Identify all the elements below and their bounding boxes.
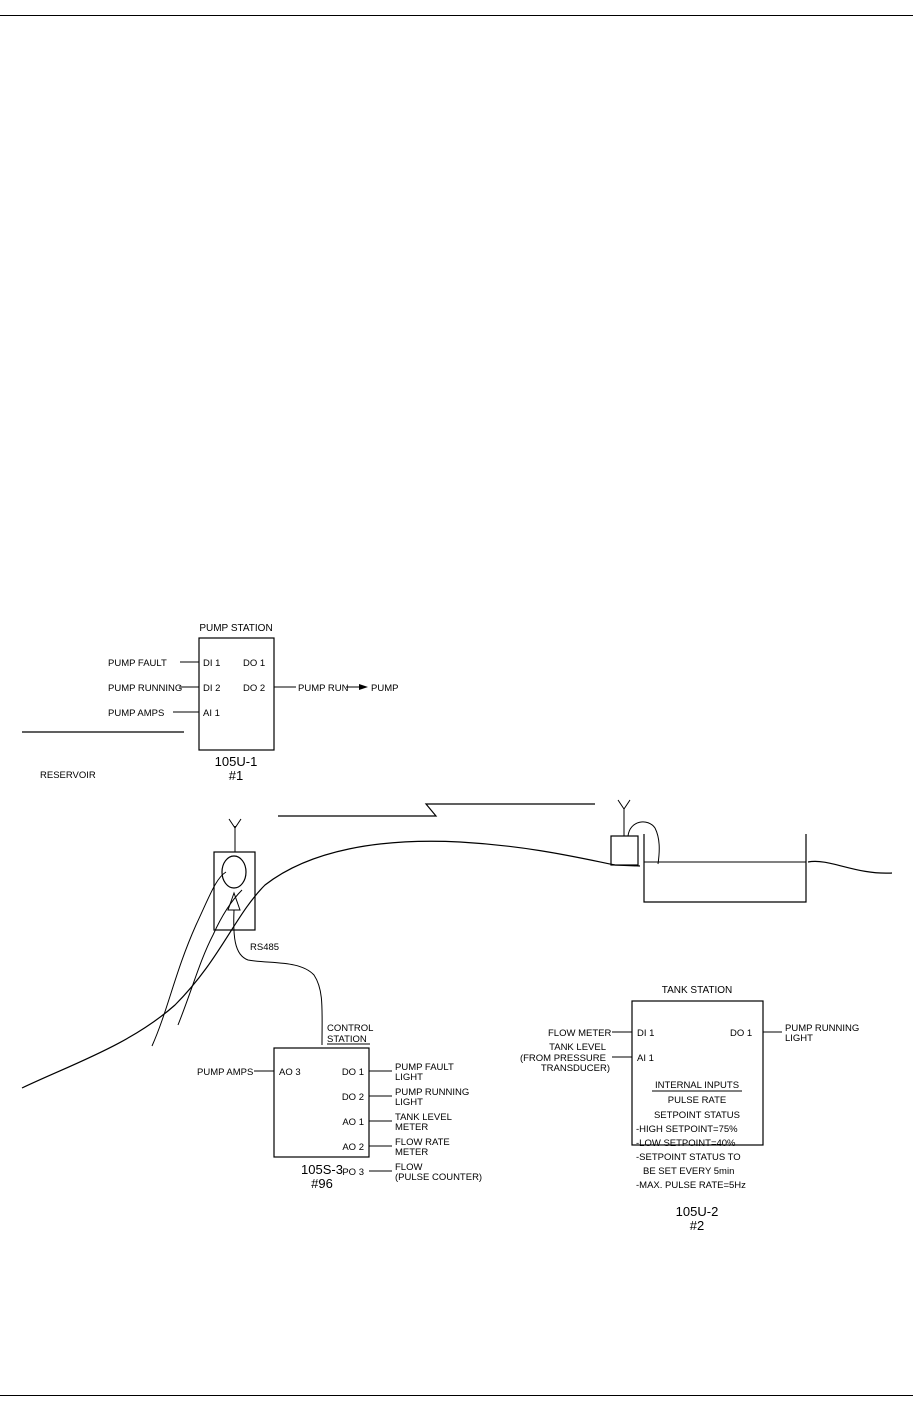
control-station-output-4-sub: METER: [395, 1147, 428, 1158]
tank-station-title: TANK STATION: [662, 985, 733, 996]
pump-station-title: PUMP STATION: [199, 623, 272, 634]
rs485-cable: [233, 909, 323, 1046]
internal-input-6: BE SET EVERY 5min: [643, 1166, 734, 1177]
tank-station-input-2-sub-2: TRANSDUCER): [541, 1063, 610, 1074]
pump-station-number: #1: [229, 768, 243, 783]
reservoir-label: RESERVOIR: [40, 770, 96, 781]
control-station-title-1: CONTROL: [327, 1023, 373, 1034]
control-station-input-1: PUMP AMPS: [197, 1067, 253, 1078]
tank-station-model: 105U-2: [676, 1204, 719, 1219]
pump-house: [213, 851, 256, 931]
pump-target-label: PUMP: [371, 683, 398, 694]
internal-input-1: PULSE RATE: [668, 1095, 726, 1106]
intake-pipe-upper: [177, 889, 243, 1026]
pressure-transducer-cable: [627, 821, 660, 865]
pump-antenna-icon: [228, 818, 242, 829]
rs485-label: RS485: [250, 942, 279, 953]
control-station: CONTROL STATION PUMP AMPS AO 3 DO 1 DO 2…: [197, 1023, 482, 1191]
control-station-port-do1: DO 1: [342, 1067, 364, 1078]
tank-station-output-sub: LIGHT: [785, 1033, 813, 1044]
control-station-title-2: STATION: [327, 1034, 367, 1045]
pump-station-input-1: PUMP FAULT: [108, 658, 167, 669]
radio-link-symbol: [278, 803, 595, 817]
landscape: RESERVOIR RS485: [21, 731, 893, 1089]
internal-input-4: -LOW SETPOINT=40%: [636, 1138, 736, 1149]
tank-station: TANK STATION FLOW METER TANK LEVEL (FROM…: [520, 985, 859, 1233]
pump-run-label: PUMP RUN: [298, 683, 349, 694]
pump-station-port-di2: DI 2: [203, 683, 220, 694]
tank-station-input-1: FLOW METER: [548, 1028, 611, 1039]
tank: [643, 834, 807, 903]
control-station-port-do2: DO 2: [342, 1092, 364, 1103]
pump-station-port-di1: DI 1: [203, 658, 220, 669]
pump-station-input-3: PUMP AMPS: [108, 708, 164, 719]
control-station-number: #96: [311, 1176, 333, 1191]
control-station-port-ao2: AO 2: [342, 1142, 364, 1153]
tank-station-port-di1: DI 1: [637, 1028, 654, 1039]
radio-link: [278, 803, 595, 817]
tank-station-box: [631, 1000, 764, 1146]
control-station-output-2-sub: LIGHT: [395, 1097, 423, 1108]
control-station-output-3-sub: METER: [395, 1122, 428, 1133]
pump-station-model: 105U-1: [215, 754, 258, 769]
control-station-port-ao1: AO 1: [342, 1117, 364, 1128]
ground-profile-right: [807, 860, 893, 874]
tank-station-port-ai1: AI 1: [637, 1053, 654, 1064]
top-rule: [0, 15, 913, 16]
control-station-output-1-sub: LIGHT: [395, 1072, 423, 1083]
pump-station-port-do1: DO 1: [243, 658, 265, 669]
internal-input-5: -SETPOINT STATUS TO: [636, 1152, 741, 1163]
tank-station-number: #2: [690, 1218, 704, 1233]
control-station-output-4: FLOW RATE: [395, 1137, 450, 1148]
ground-profile: [21, 840, 641, 1089]
control-station-output-5: FLOW: [395, 1162, 422, 1173]
pump-station-input-2: PUMP RUNNING: [108, 683, 182, 694]
tank-station-input-2: TANK LEVEL: [549, 1042, 606, 1053]
pump-station-box: [198, 637, 275, 751]
control-station-output-2: PUMP RUNNING: [395, 1087, 469, 1098]
control-station-port-ao3: AO 3: [279, 1067, 301, 1078]
control-station-port-po3: PO 3: [342, 1167, 364, 1178]
control-station-output-5-sub: (PULSE COUNTER): [395, 1172, 482, 1183]
control-station-model: 105S-3: [301, 1162, 343, 1177]
internal-input-2: SETPOINT STATUS: [654, 1110, 740, 1121]
bottom-rule: [0, 1395, 913, 1396]
pump-run-arrowhead: [359, 684, 368, 690]
tank-station-unit: [610, 835, 639, 866]
control-station-output-1: PUMP FAULT: [395, 1062, 454, 1073]
control-station-box: [273, 1047, 370, 1158]
pump-flow-arrow-icon: [227, 891, 241, 911]
tank-station-port-do1: DO 1: [730, 1028, 752, 1039]
tank-antenna-icon: [617, 799, 631, 810]
control-station-output-3: TANK LEVEL: [395, 1112, 452, 1123]
intake-pipe-lower: [151, 871, 227, 1047]
pump-symbol: [221, 855, 247, 889]
tank-station-output: PUMP RUNNING: [785, 1023, 859, 1034]
internal-inputs-title: INTERNAL INPUTS: [655, 1080, 739, 1091]
internal-input-7: -MAX. PULSE RATE=5Hz: [636, 1180, 746, 1191]
pump-station-port-ai1: AI 1: [203, 708, 220, 719]
tank-station-input-2-sub-1: (FROM PRESSURE: [520, 1053, 606, 1064]
pump-station: PUMP STATION PUMP FAULT PUMP RUNNING PUM…: [108, 623, 398, 783]
pump-station-port-do2: DO 2: [243, 683, 265, 694]
internal-input-3: -HIGH SETPOINT=75%: [636, 1124, 738, 1135]
